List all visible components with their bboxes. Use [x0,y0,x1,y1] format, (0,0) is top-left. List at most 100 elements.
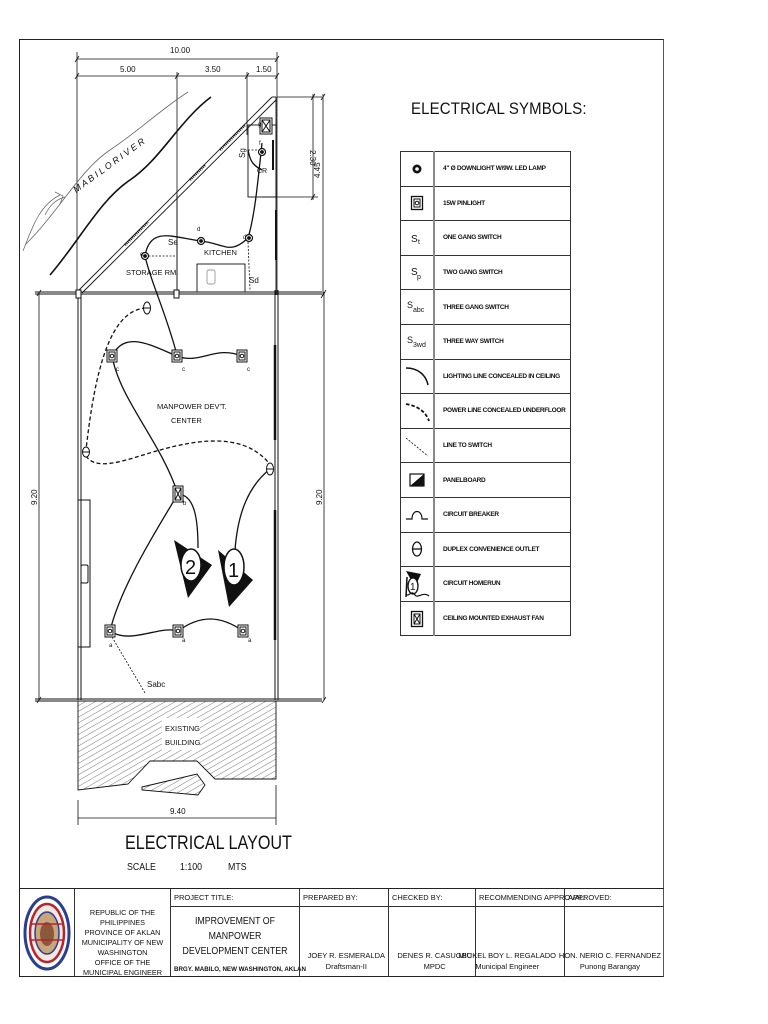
main-room-label-1: MANPOWER DEV'T. [157,402,227,411]
exhaust-fan-icon [410,610,424,627]
org-line-2: PROVINCE OF AKLAN [84,928,161,937]
org-cell: REPUBLIC OF THE PHILIPPINES PROVINCE OF … [74,889,170,977]
checked-by-name: DENES R. CASUGBU [397,951,472,960]
legend-label: THREE WAY SWITCH [433,323,571,360]
circuit-homerun-icon: 1 [405,570,430,597]
storage-room-label: STORAGE RM. [126,268,178,277]
switch-lines [111,149,258,694]
org-line-3: MUNICIPALITY OF NEW WASHINGTON [81,938,164,957]
legend-row: 15W PINLIGHT [400,185,571,222]
existing-building-label-2: BUILDING [165,738,201,747]
prepared-by-cell: PREPARED BY: JOEY R. ESMERALDA Draftsman… [299,889,388,977]
legend-row: 1 CIRCUIT HOMERUN [400,566,571,602]
cr-room [247,96,277,295]
svg-text:c: c [116,367,119,373]
fixture-tags: c c c b a a a e d d f g [109,122,261,649]
lighting-line-icon [405,367,429,386]
kitchen-storage [176,195,277,295]
prepared-by-name: JOEY R. ESMERALDA [307,951,385,960]
svg-text:1: 1 [410,582,416,593]
side-dimensions [36,289,327,704]
recommending-title: Municipal Engineer [475,962,540,971]
existing-building [77,700,277,796]
angled-wall [77,96,277,294]
dim-top-seg2: 3.50 [205,65,221,74]
org-line-4: OFFICE OF THE MUNICIPAL ENGINEER [82,958,163,977]
svg-text:S: S [407,300,413,310]
three-gang-switch-icon: Sabc [407,300,425,314]
duplex-outlets [82,301,274,476]
pinlights [104,349,249,638]
legend-row: PANELBOARD [400,462,571,498]
checked-by-title: MPDC [423,962,446,971]
legend-label: LINE TO SWITCH [433,427,571,464]
main-room-label-2: CENTER [171,416,202,425]
homerun-2-number: 2 [185,557,196,579]
svg-text:abc: abc [413,307,425,314]
legend-label: 15W PINLIGHT [433,185,571,222]
svg-text:f: f [259,141,261,147]
prepared-by-label: PREPARED BY: [300,889,388,907]
dim-right-main: 9.20 [315,489,324,505]
legend-label: THREE GANG SWITCH [433,289,571,325]
project-location: BRGY. MABILO, NEW WASHINGTON, AKLAN [174,966,306,973]
svg-text:a: a [109,643,113,649]
org-line-1: REPUBLIC OF THE PHILIPPINES [89,908,156,927]
bottom-dimension [77,785,277,825]
project-title-label: PROJECT TITLE: [171,889,299,907]
project-title-line-1: IMPROVEMENT OF MANPOWER [194,916,276,942]
switch-d-label: Sd [249,276,259,285]
circuit-homerun-2: 2 [174,540,212,598]
svg-text:S: S [411,234,418,245]
circuit-homerun-1: 1 [218,548,253,607]
project-title-line-2: DEVELOPMENT CENTER [182,946,288,957]
legend-label: CIRCUIT BREAKER [433,496,571,533]
pinlight-icon [410,196,424,211]
legend-row: DUPLEX CONVENIENCE OUTLET [400,531,571,568]
svg-text:3wd: 3wd [413,342,426,349]
svg-text:d: d [243,235,246,241]
approved-label: APPROVED: [565,889,664,907]
checked-by-label: CHECKED BY: [389,889,475,907]
cr-label: CR [257,168,267,175]
exhaust-fans [172,117,273,503]
duplex-outlet-icon [411,541,423,557]
recommending-name: MICKEL BOY L. REGALADO [458,951,556,960]
scale-units: MTS [228,862,247,873]
svg-text:c: c [247,367,250,373]
checked-by-cell: CHECKED BY: DENES R. CASUGBU MPDC [388,889,475,977]
panelboard-icon [409,473,425,487]
dim-bottom: 9.40 [170,807,186,816]
switch-e-label: Se [168,238,178,247]
dim-left-main: 9.20 [30,489,39,505]
approved-cell: APPROVED: HON. NERIO C. FERNANDEZ Punong… [559,889,664,977]
legend-table: 4" Ø DOWNLIGHT W/9W. LED LAMP 15W PINLIG… [400,151,571,637]
dim-right-total: 4.45 [313,162,322,178]
legend-row: CEILING MOUNTED EXHAUST FAN [400,600,571,637]
legend-row: LINE TO SWITCH [400,427,571,464]
svg-text:d: d [197,227,200,233]
svg-text:e: e [140,252,144,258]
legend-row: 4" Ø DOWNLIGHT W/9W. LED LAMP [400,151,571,187]
recommending-cell: RECOMMENDING APPROVAL: MICKEL BOY L. REG… [458,889,586,977]
svg-text:a: a [248,638,252,644]
approved-name: HON. NERIO C. FERNANDEZ [558,951,661,960]
legend-label: DUPLEX CONVENIENCE OUTLET [433,531,571,568]
legend-label: 4" Ø DOWNLIGHT W/9W. LED LAMP [433,151,571,187]
dim-top-total: 10.00 [170,46,191,55]
svg-text:g: g [258,122,261,128]
scale-label: SCALE [127,862,156,873]
title-block: REPUBLIC OF THE PHILIPPINES PROVINCE OF … [19,888,664,977]
downlights [140,147,267,261]
river-label: M A B I L O R I V E R [71,136,147,195]
scale-value: 1:100 [180,862,203,873]
drawing-title: ELECTRICAL LAYOUT [125,833,292,854]
legend-label: CIRCUIT HOMERUN [433,566,571,602]
svg-text:t: t [418,239,420,246]
